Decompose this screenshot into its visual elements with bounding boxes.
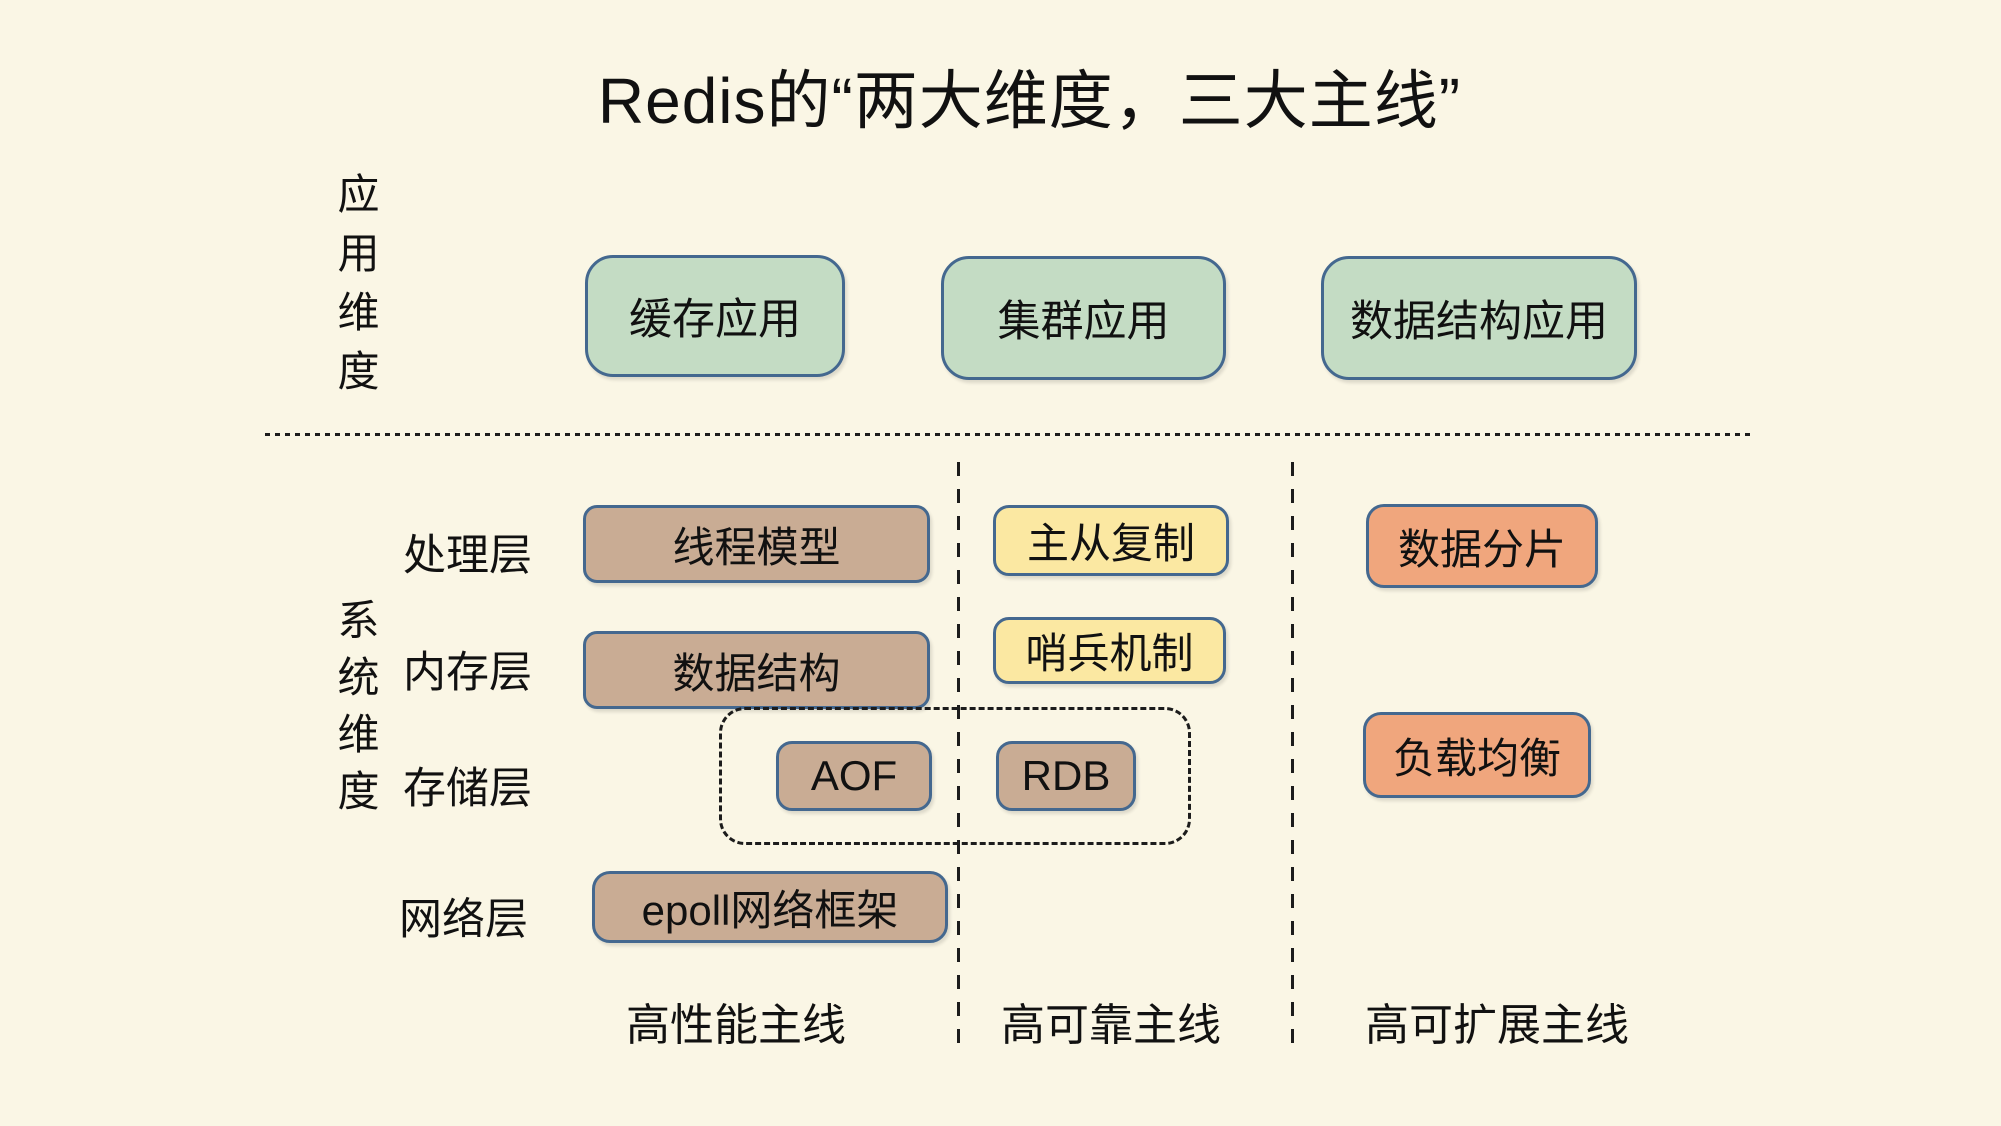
- box-aof-label: AOF: [810, 752, 898, 799]
- box-data-sharding-label: 数据分片: [1397, 525, 1566, 573]
- box-rdb: RDB: [996, 741, 1136, 811]
- system-dimension-label: 系统维度: [332, 598, 379, 826]
- box-load-balancing: 负载均衡: [1363, 712, 1591, 798]
- box-data-structure-application: 数据结构应用: [1321, 256, 1637, 380]
- layer-label-memory: 内存层: [403, 649, 532, 697]
- box-aof: AOF: [776, 741, 932, 811]
- layer-label-network: 网络层: [399, 896, 528, 944]
- mainline-label-high-scalability: 高可扩展主线: [1365, 1001, 1629, 1050]
- box-epoll-framework-label: epoll网络框架: [641, 886, 899, 934]
- box-data-structure-application-label: 数据结构应用: [1350, 298, 1608, 346]
- box-cluster-application-label: 集群应用: [997, 298, 1170, 346]
- layer-label-processing: 处理层: [403, 532, 532, 580]
- box-master-slave-replication-label: 主从复制: [1026, 520, 1195, 567]
- box-rdb-label: RDB: [1021, 752, 1111, 799]
- box-data-structure-label: 数据结构: [672, 649, 841, 697]
- dimension-divider-line: [265, 433, 1753, 436]
- box-master-slave-replication: 主从复制: [993, 505, 1229, 576]
- box-data-structure: 数据结构: [583, 631, 930, 709]
- box-sentinel-mechanism: 哨兵机制: [993, 617, 1226, 684]
- box-epoll-framework: epoll网络框架: [592, 871, 948, 943]
- box-cache-application: 缓存应用: [585, 255, 845, 377]
- persistence-group-outline: [719, 707, 1191, 845]
- box-cluster-application: 集群应用: [941, 256, 1226, 380]
- box-sentinel-mechanism-label: 哨兵机制: [1025, 630, 1194, 677]
- mainline-label-high-performance: 高性能主线: [626, 1001, 846, 1050]
- box-thread-model: 线程模型: [583, 505, 930, 583]
- diagram-title: Redis的“两大维度，三大主线”: [597, 65, 1462, 137]
- box-load-balancing-label: 负载均衡: [1392, 734, 1561, 782]
- mainline-label-high-reliability: 高可靠主线: [1001, 1001, 1221, 1050]
- column-divider-reliability-scalability: [1291, 462, 1294, 1044]
- box-thread-model-label: 线程模型: [672, 523, 841, 571]
- column-divider-performance-reliability: [957, 462, 960, 1044]
- layer-label-storage: 存储层: [403, 765, 532, 813]
- box-cache-application-label: 缓存应用: [629, 296, 801, 344]
- application-dimension-label: 应用维度: [332, 172, 379, 408]
- box-data-sharding: 数据分片: [1366, 504, 1598, 588]
